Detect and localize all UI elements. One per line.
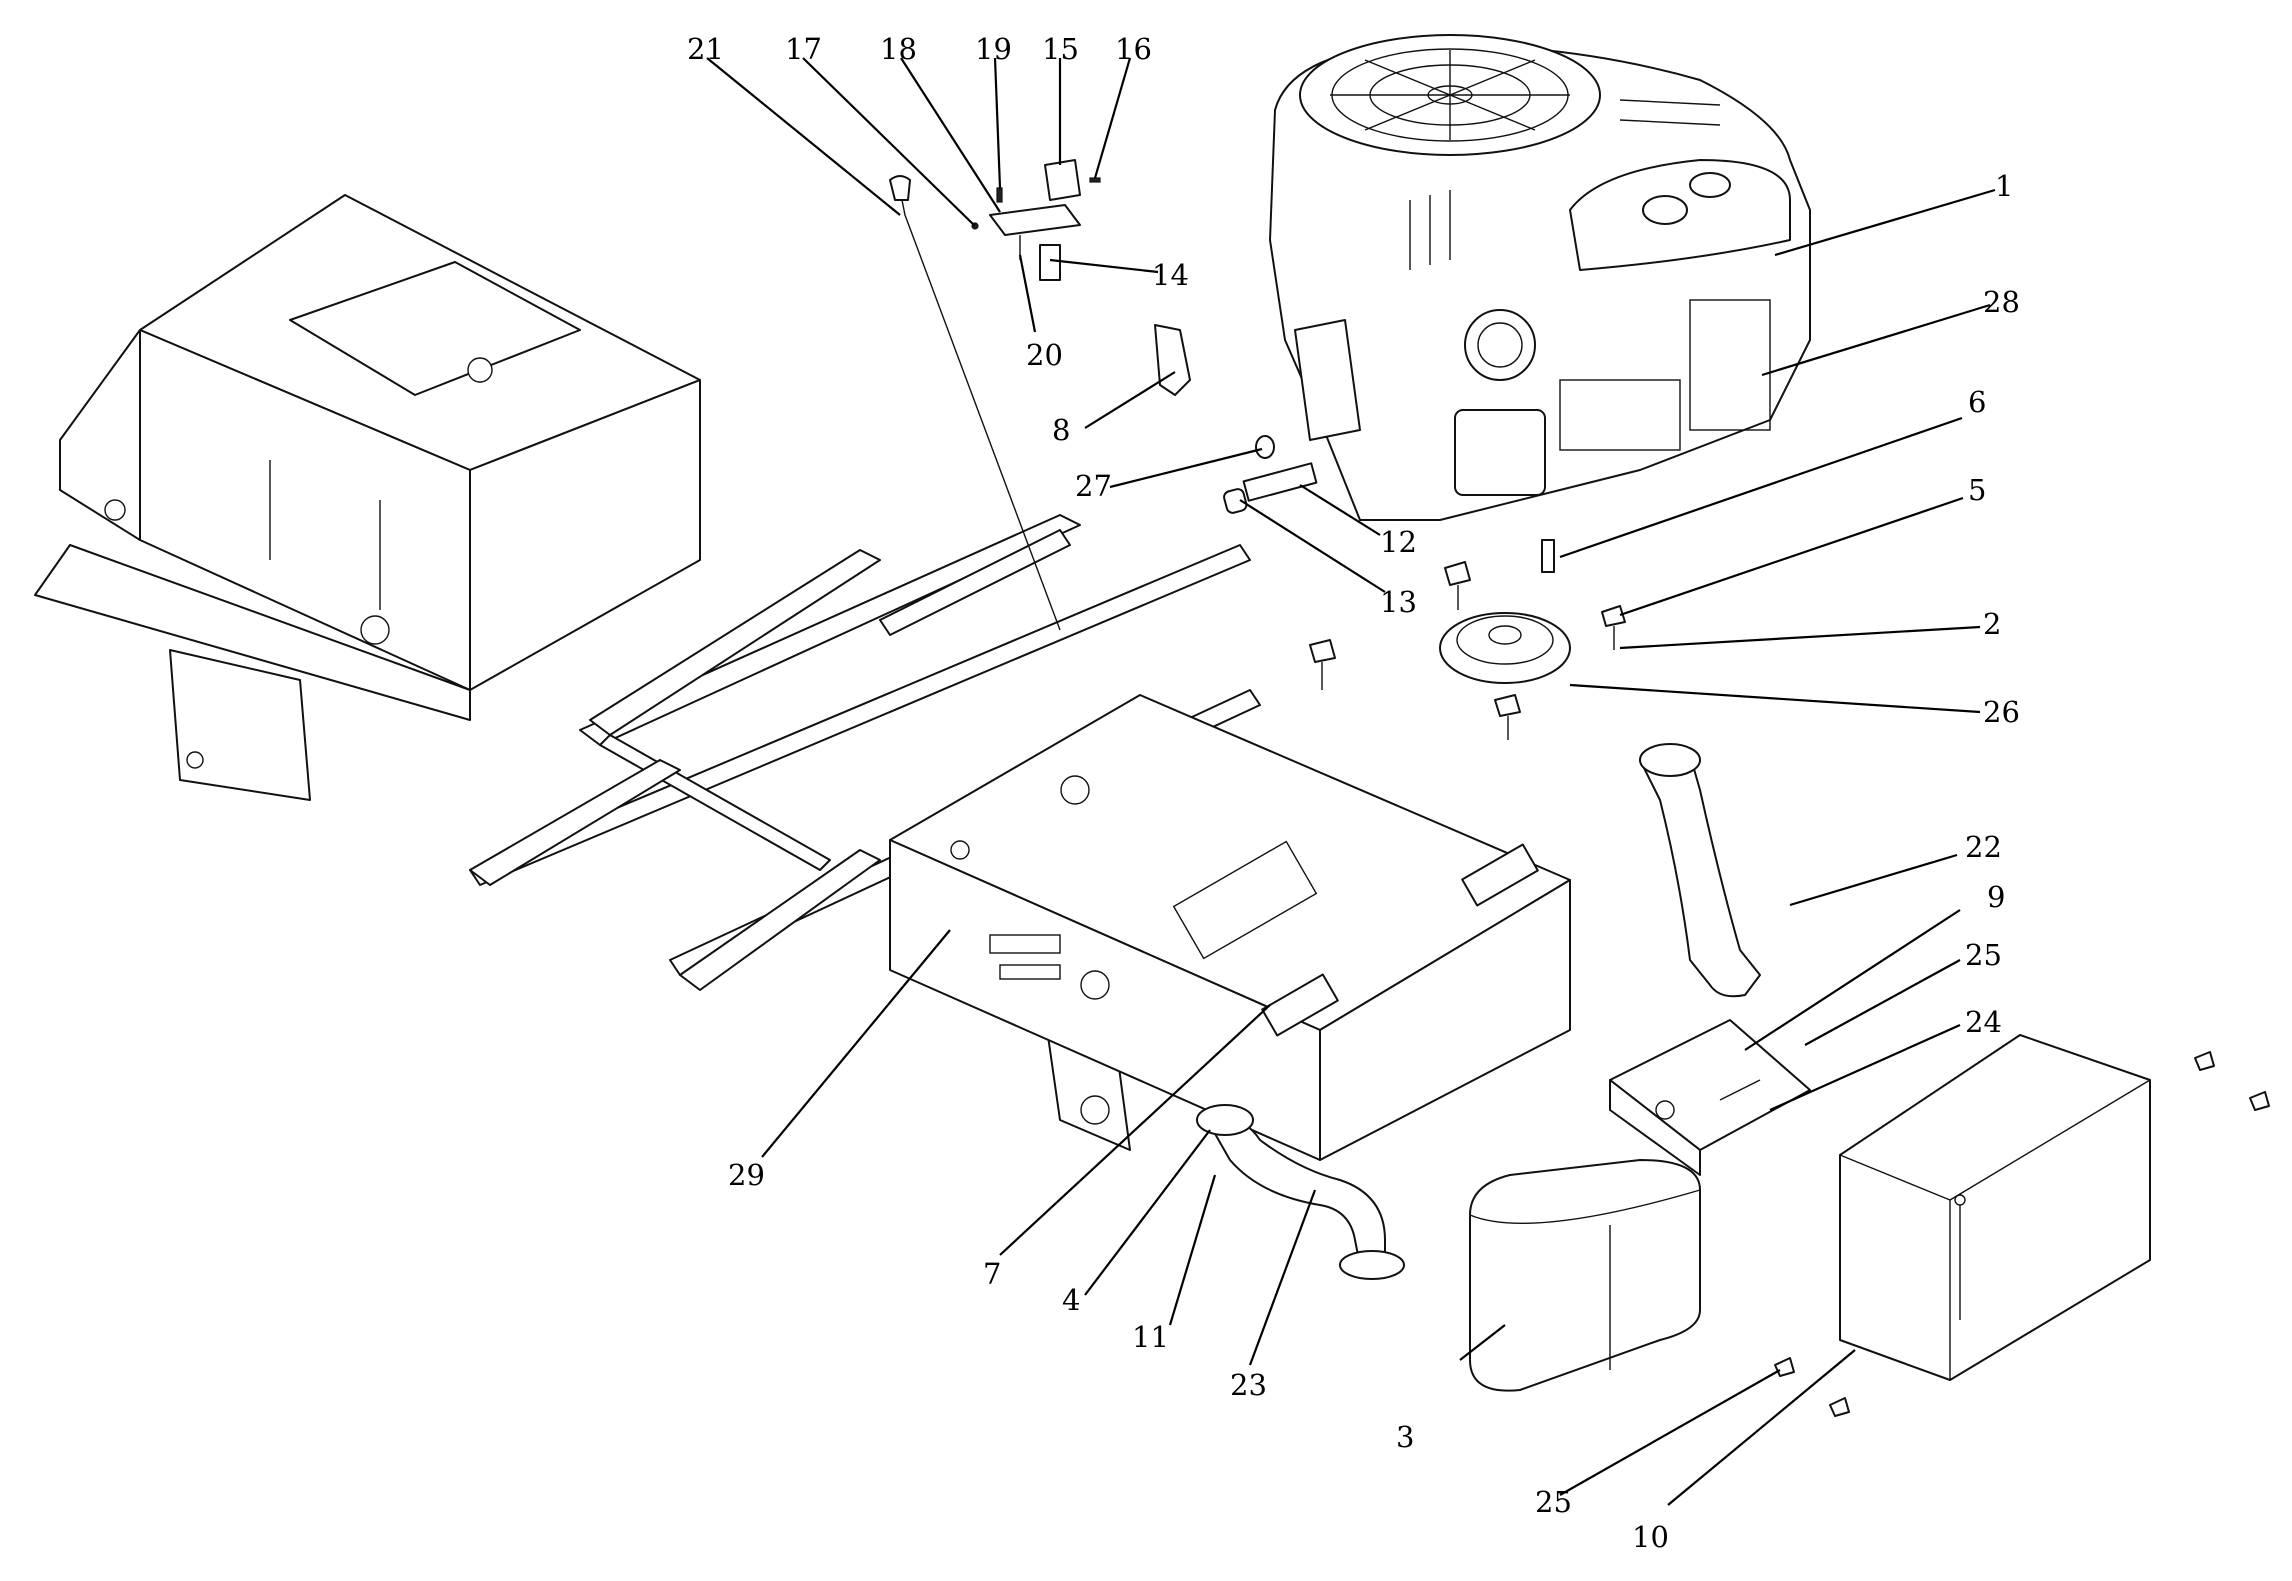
callout-label: 17 <box>785 32 822 66</box>
callout-label: 1 <box>1995 169 2013 203</box>
callout-label: 19 <box>975 32 1012 66</box>
callout-label: 10 <box>1632 1520 1669 1554</box>
callout-label: 8 <box>1052 413 1070 447</box>
callout-numbers: 1 2 3 4 5 6 7 8 9 10 11 12 13 14 15 16 1… <box>687 32 2020 1554</box>
callout-label: 15 <box>1042 32 1079 66</box>
muffler <box>1469 1159 1701 1392</box>
callout-label: 6 <box>1968 385 1986 419</box>
muffler-bracket <box>1609 1019 1811 1176</box>
callout-label: 18 <box>880 32 917 66</box>
callout-label: 11 <box>1132 1320 1169 1354</box>
callout-label: 14 <box>1152 258 1189 292</box>
callout-label: 12 <box>1380 525 1417 559</box>
callout-label: 27 <box>1075 469 1112 503</box>
callout-label: 5 <box>1968 473 1986 507</box>
engine <box>1269 34 1811 521</box>
callout-label: 16 <box>1115 32 1152 66</box>
callout-label: 20 <box>1026 338 1063 372</box>
callout-label: 25 <box>1965 938 2002 972</box>
callout-label: 25 <box>1535 1485 1572 1519</box>
exhaust-pipes <box>1196 743 1761 1280</box>
heat-shield <box>1774 1034 2270 1417</box>
callout-label: 2 <box>1983 607 2001 641</box>
callout-label: 29 <box>728 1158 765 1192</box>
callout-label: 7 <box>983 1257 1001 1291</box>
callout-label: 13 <box>1380 585 1417 619</box>
callout-label: 24 <box>1965 1005 2002 1039</box>
callout-label: 23 <box>1230 1368 1267 1402</box>
callout-label: 21 <box>687 32 724 66</box>
callout-label: 28 <box>1983 285 2020 319</box>
hardware <box>1154 324 1626 740</box>
callout-label: 4 <box>1062 1283 1080 1317</box>
callout-label: 26 <box>1983 695 2020 729</box>
leader-lines <box>706 57 1996 1506</box>
callout-label: 3 <box>1396 1420 1414 1454</box>
callout-label: 22 <box>1965 830 2002 864</box>
frame-chassis <box>34 194 1571 1161</box>
callout-label: 9 <box>1987 880 2005 914</box>
throttle-assembly <box>889 159 1101 631</box>
